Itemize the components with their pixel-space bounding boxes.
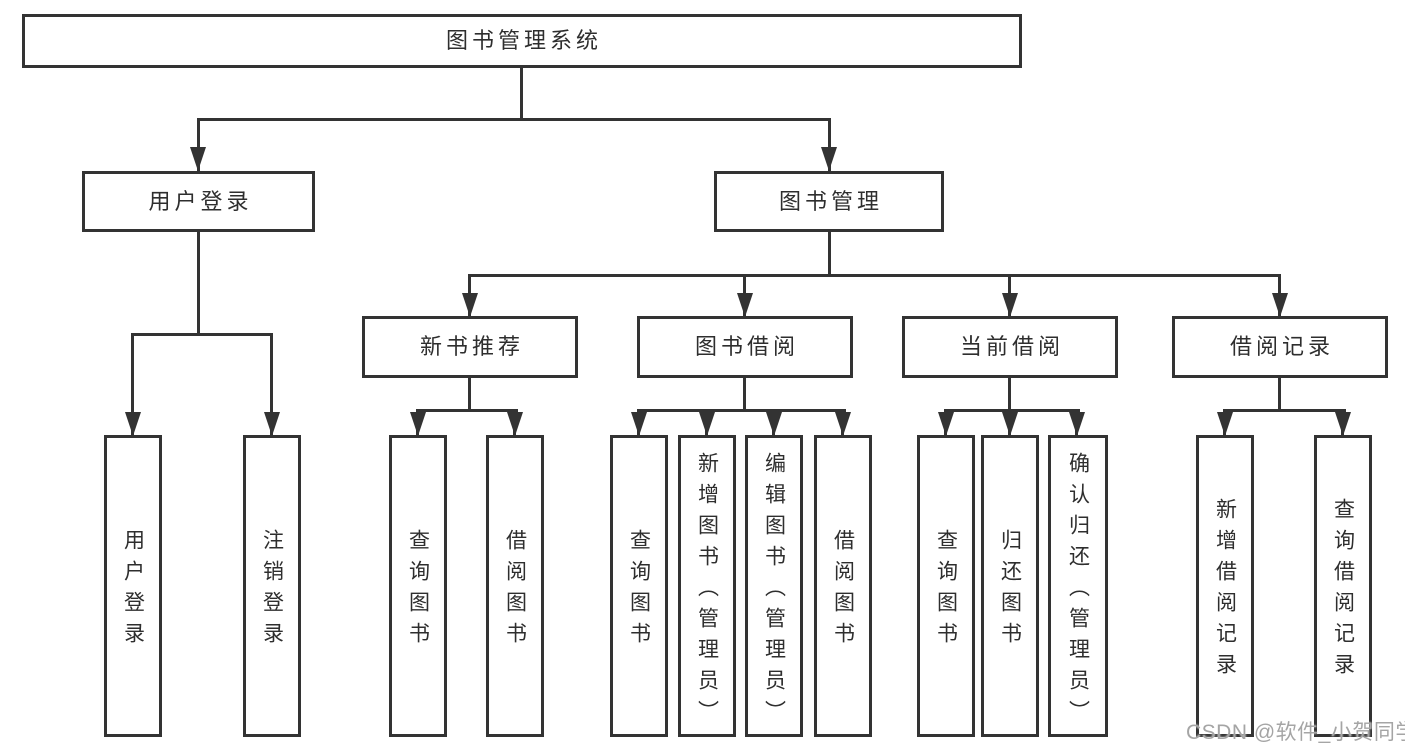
connector-line [743, 377, 746, 412]
leaf-borrow-books-recommend: 借阅图书 [486, 435, 544, 737]
leaf-logout: 注销登录 [243, 435, 301, 737]
leaf-add-books-admin: 新增图书（管理员） [678, 435, 736, 737]
node-label: 归还图书 [998, 529, 1022, 653]
arrow-down-icon [1069, 412, 1085, 436]
arrow-down-icon [1335, 412, 1351, 436]
connector-line [828, 118, 831, 171]
node-label: 查询图书 [627, 529, 651, 653]
connector-line [416, 409, 518, 412]
leaf-borrow-books: 借阅图书 [814, 435, 872, 737]
node-label: 借阅记录 [1229, 334, 1334, 359]
connector-line [828, 231, 831, 277]
arrow-down-icon [835, 412, 851, 436]
node-label: 用户登录 [148, 188, 253, 214]
arrow-down-icon [821, 147, 837, 171]
node-label: 查询借阅记录 [1331, 498, 1355, 684]
node-label: 当前借阅 [959, 334, 1064, 359]
leaf-confirm-return-admin: 确认归还（管理员） [1048, 435, 1108, 737]
node-label: 确认归还（管理员） [1066, 451, 1090, 731]
connector-line [468, 274, 1281, 277]
node-label: 借阅图书 [831, 529, 855, 653]
connector-line [1223, 409, 1346, 412]
connector-line [270, 333, 273, 436]
node-book-borrow: 图书借阅 [637, 316, 853, 378]
arrow-down-icon [190, 147, 206, 171]
arrow-down-icon [1002, 293, 1018, 317]
arrow-down-icon [264, 412, 280, 436]
node-label: 图书借阅 [694, 334, 799, 359]
arrow-down-icon [1272, 293, 1288, 317]
arrow-down-icon [1002, 412, 1018, 436]
node-label: 注销登录 [260, 529, 284, 653]
node-label: 新增图书（管理员） [695, 451, 719, 731]
connector-line [520, 66, 523, 120]
arrow-down-icon [766, 412, 782, 436]
connector-line [197, 230, 200, 335]
node-label: 编辑图书（管理员） [762, 451, 786, 731]
leaf-add-borrow-record: 新增借阅记录 [1196, 435, 1254, 737]
connector-line [1278, 377, 1281, 412]
leaf-query-books-recommend: 查询图书 [389, 435, 447, 737]
arrow-down-icon [938, 412, 954, 436]
node-label: 图书管理系统 [445, 28, 602, 53]
node-label: 新书推荐 [419, 334, 524, 359]
arrow-down-icon [1217, 412, 1233, 436]
connector-line [131, 333, 273, 336]
connector-line [131, 333, 134, 436]
leaf-query-books-current: 查询图书 [917, 435, 975, 737]
watermark: CSDN @软件_小贺同学 [1186, 721, 1405, 744]
node-label: 查询图书 [934, 529, 958, 653]
node-root: 图书管理系统 [22, 14, 1022, 68]
arrow-down-icon [410, 412, 426, 436]
leaf-return-books: 归还图书 [981, 435, 1039, 737]
node-current-borrow: 当前借阅 [902, 316, 1118, 378]
connector-line [944, 409, 1080, 412]
arrow-down-icon [631, 412, 647, 436]
arrow-down-icon [699, 412, 715, 436]
leaf-query-borrow-record: 查询借阅记录 [1314, 435, 1372, 737]
node-new-book-recommend: 新书推荐 [362, 316, 578, 378]
node-borrow-records: 借阅记录 [1172, 316, 1388, 378]
connector-line [468, 377, 471, 412]
node-label: 图书管理 [778, 188, 883, 214]
node-label: 新增借阅记录 [1213, 498, 1237, 684]
leaf-query-books-borrow: 查询图书 [610, 435, 668, 737]
leaf-user-login: 用户登录 [104, 435, 162, 737]
node-label: 用户登录 [121, 529, 145, 653]
node-user-login: 用户登录 [82, 171, 315, 232]
arrow-down-icon [737, 293, 753, 317]
arrow-down-icon [125, 412, 141, 436]
connector-line [1008, 377, 1011, 412]
node-book-management: 图书管理 [714, 171, 944, 232]
leaf-edit-books-admin: 编辑图书（管理员） [745, 435, 803, 737]
node-label: 查询图书 [406, 529, 430, 653]
connector-line [637, 409, 846, 412]
node-label: 借阅图书 [503, 529, 527, 653]
arrow-down-icon [462, 293, 478, 317]
arrow-down-icon [507, 412, 523, 436]
connector-line [197, 118, 200, 171]
connector-line [197, 118, 831, 121]
